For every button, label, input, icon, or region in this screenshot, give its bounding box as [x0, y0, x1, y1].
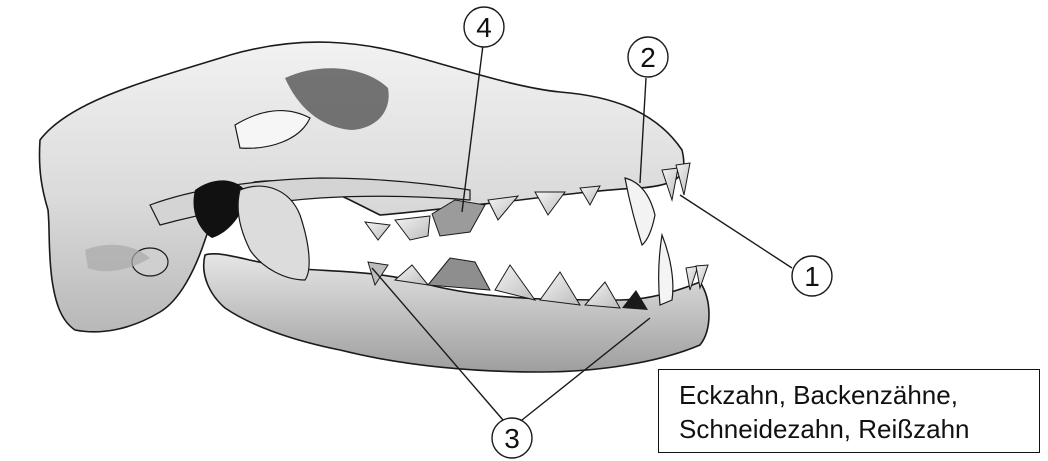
svg-text:3: 3	[504, 423, 520, 454]
leader-line-1	[680, 195, 792, 268]
word-bank-box: Eckzahn, Backenzähne, Schneidezahn, Reiß…	[658, 369, 1040, 453]
callout-3: 3	[492, 418, 532, 458]
svg-text:2: 2	[640, 42, 656, 73]
word-bank-line-2: Schneidezahn, Reißzahn	[679, 412, 1039, 446]
word-bank-line-1: Eckzahn, Backenzähne,	[679, 378, 1039, 412]
callout-2: 2	[628, 37, 668, 77]
svg-text:4: 4	[476, 12, 492, 43]
callout-4: 4	[464, 7, 504, 47]
callout-1: 1	[792, 256, 832, 296]
svg-text:1: 1	[804, 261, 820, 292]
